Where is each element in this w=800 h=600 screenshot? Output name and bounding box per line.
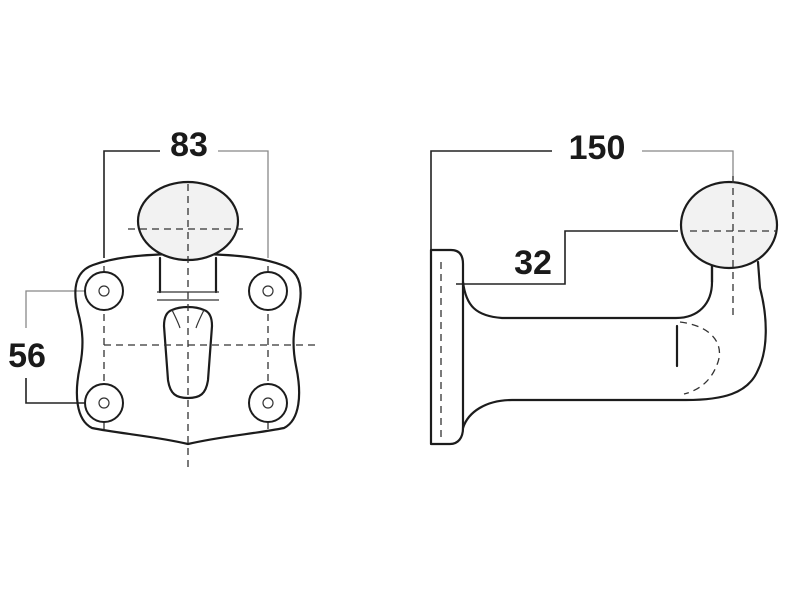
tongue-edge xyxy=(171,309,205,329)
bolt-hole-top-left xyxy=(84,271,124,311)
bolt-hole-bottom-right xyxy=(248,383,288,423)
ball-neck xyxy=(158,256,218,294)
dimension-83: 83 xyxy=(103,126,269,258)
hitch-arm xyxy=(461,260,767,430)
mounting-flange xyxy=(429,248,465,446)
dimension-150: 150 xyxy=(430,129,734,250)
dimension-label-150: 150 xyxy=(569,129,626,167)
dimension-56: 56 xyxy=(8,290,100,404)
center-tongue xyxy=(162,305,214,400)
front-view: 83 56 xyxy=(8,126,318,470)
dimension-32: 32 xyxy=(456,230,678,285)
arm-hidden-contour xyxy=(679,321,720,395)
bolt-hole-top-right xyxy=(248,271,288,311)
mounting-plate-outline xyxy=(74,252,302,446)
dimension-label-32: 32 xyxy=(514,244,552,282)
tow-ball-side xyxy=(679,180,779,270)
dimension-label-56: 56 xyxy=(8,337,46,375)
side-view: 150 32 xyxy=(429,129,779,446)
bolt-hole-bottom-left xyxy=(84,383,124,423)
dimension-label-83: 83 xyxy=(170,126,208,164)
